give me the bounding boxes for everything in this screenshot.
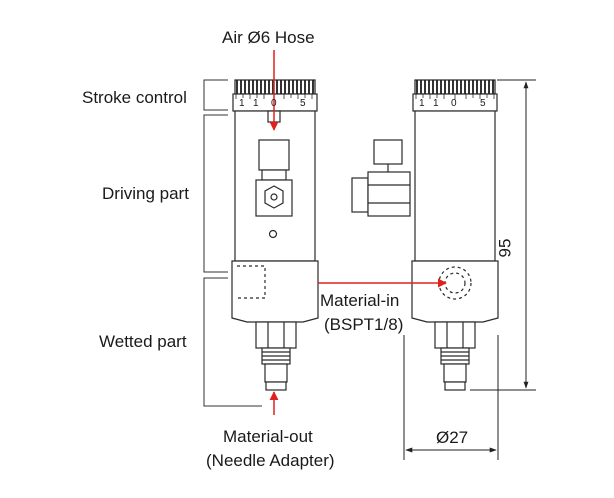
left-needle-tip <box>264 363 288 383</box>
material-out-label: Material-out <box>223 427 313 446</box>
right-dial-num-1: 1 <box>419 98 425 109</box>
driving-part-bracket <box>203 114 228 273</box>
air-hose-label: Air Ø6 Hose <box>222 28 315 47</box>
right-dial-num-0: 0 <box>451 98 457 109</box>
diameter-dimension <box>403 335 499 460</box>
wetted-part-bracket <box>203 277 262 407</box>
right-body <box>414 110 496 262</box>
left-dial-num-2: 1 <box>253 98 259 109</box>
left-nozzle-hex <box>255 321 297 349</box>
right-dial-num-5: 5 <box>480 98 486 109</box>
wetted-part-label: Wetted part <box>99 332 187 351</box>
material-in-spec-label: (BSPT1/8) <box>324 315 404 334</box>
driving-part-label: Driving part <box>102 184 189 203</box>
stroke-control-label: Stroke control <box>82 88 187 107</box>
right-needle-tip <box>443 363 467 383</box>
right-nozzle-hex <box>434 321 476 349</box>
height-dimension <box>470 79 536 391</box>
air-fitting <box>258 139 290 171</box>
diameter-dimension-label: Ø27 <box>436 428 469 447</box>
left-dial-num-0: 0 <box>271 98 277 109</box>
right-valve <box>351 79 499 391</box>
left-dial-num-1: 1 <box>239 98 245 109</box>
stroke-control-bracket <box>203 79 228 111</box>
right-wetted-block <box>411 260 499 323</box>
right-dial-num-2: 1 <box>433 98 439 109</box>
left-valve <box>231 79 319 391</box>
material-in-label: Material-in <box>320 291 400 310</box>
height-dimension-label: 95 <box>495 238 515 258</box>
material-out-spec-label: (Needle Adapter) <box>206 451 335 470</box>
side-fitting <box>373 139 403 165</box>
right-knurl-cap <box>414 79 496 95</box>
left-wetted-block <box>231 260 319 323</box>
left-knurl-cap <box>234 79 316 95</box>
left-dial-num-5: 5 <box>300 98 306 109</box>
